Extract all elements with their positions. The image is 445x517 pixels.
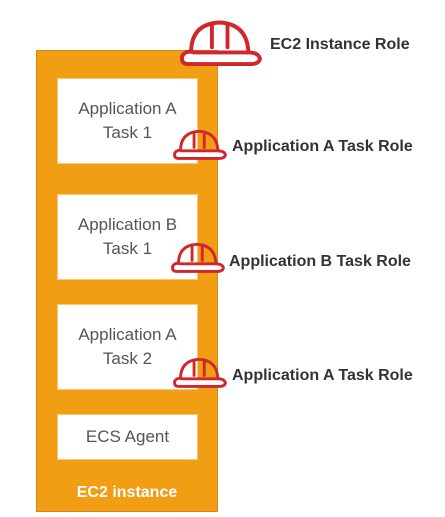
task-app-a-2-line2: Task 2 [102, 349, 153, 368]
ec2-instance-label: EC2 instance [76, 484, 178, 501]
hard-hat-icon [173, 129, 227, 160]
task-box-app-a-1: Application A Task 1 [57, 78, 198, 164]
task-app-b-1-line1: Application B [77, 215, 178, 234]
task-app-b-1-line2: Task 1 [102, 239, 153, 258]
ecs-agent-box: ECS Agent [57, 414, 198, 460]
task-box-app-a-2: Application A Task 2 [57, 304, 198, 390]
hard-hat-icon [180, 20, 262, 67]
role-label-app-b-task-1: Application B Task Role [229, 253, 411, 270]
hard-hat-icon [171, 242, 225, 273]
task-app-a-1-line2: Task 1 [102, 123, 153, 142]
role-label-app-a-task-1: Application A Task Role [232, 138, 413, 155]
task-app-a-1-line1: Application A [78, 99, 177, 118]
task-app-a-2-line1: Application A [78, 325, 177, 344]
hard-hat-icon [173, 357, 227, 388]
role-label-app-a-task-2: Application A Task Role [232, 367, 413, 384]
role-label-ec2: EC2 Instance Role [270, 36, 410, 53]
ecs-agent-label: ECS Agent [85, 427, 170, 446]
